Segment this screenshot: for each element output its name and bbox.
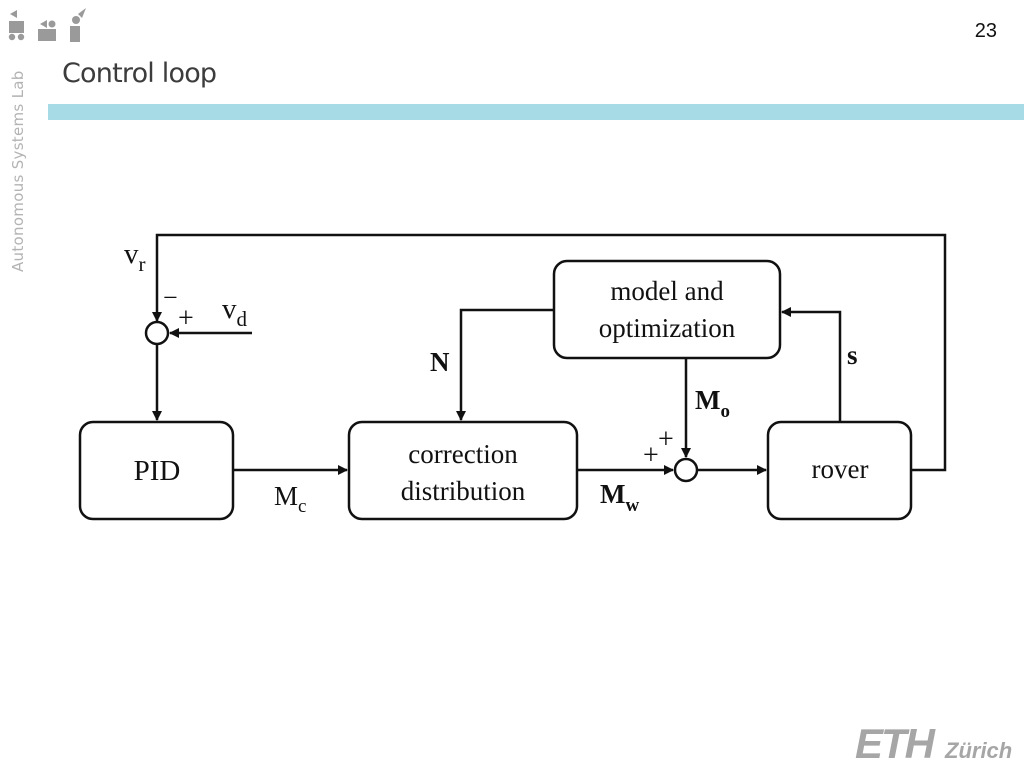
- lab-logo: [8, 8, 86, 42]
- sum2-plus-top: +: [658, 424, 674, 455]
- eth-zurich-logo: ETH Zürich: [855, 722, 1012, 764]
- eth-logo-main: ETH: [855, 722, 937, 764]
- line-s: [781, 307, 842, 422]
- pid-label: PID: [134, 455, 181, 487]
- signal-mo: Mo: [695, 385, 730, 422]
- model-label-2: optimization: [599, 313, 736, 343]
- correction-label-1: correction: [408, 439, 518, 469]
- line-n: [456, 308, 554, 421]
- robot-icons: [8, 8, 86, 42]
- signal-mw: Mw: [600, 479, 639, 516]
- model-label-1: model and: [610, 276, 724, 306]
- signal-vr: vr: [124, 238, 146, 276]
- page-number: 23: [974, 20, 997, 42]
- rover-label: rover: [812, 454, 869, 484]
- signal-n: N: [430, 347, 450, 377]
- sum2-plus-left: +: [643, 440, 659, 471]
- correction-label-2: distribution: [401, 476, 526, 506]
- signal-mc: Mc: [274, 481, 306, 517]
- sum1-plus-sign: +: [178, 303, 194, 334]
- page-title: Control loop: [62, 58, 217, 89]
- signal-vd: vd: [222, 293, 248, 331]
- summing-junction-2: [673, 457, 699, 483]
- signal-s: s: [847, 340, 858, 370]
- sum1-minus-sign: −: [163, 283, 178, 312]
- summing-junction-1: [144, 320, 170, 346]
- title-underline-bar: [48, 104, 1024, 120]
- feedback-line-vr: [152, 233, 947, 472]
- eth-logo-sub: Zürich: [944, 738, 1012, 763]
